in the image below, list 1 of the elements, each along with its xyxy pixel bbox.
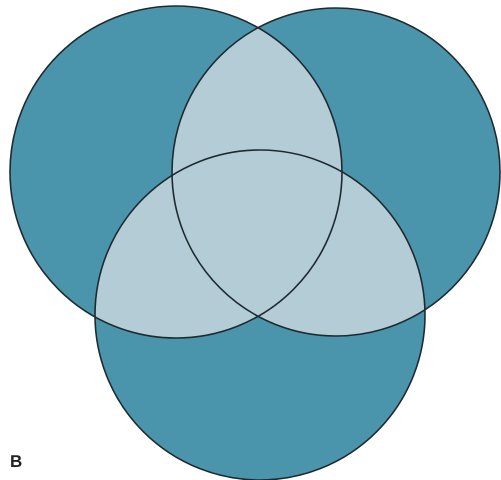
panel-letter: B	[10, 452, 22, 472]
